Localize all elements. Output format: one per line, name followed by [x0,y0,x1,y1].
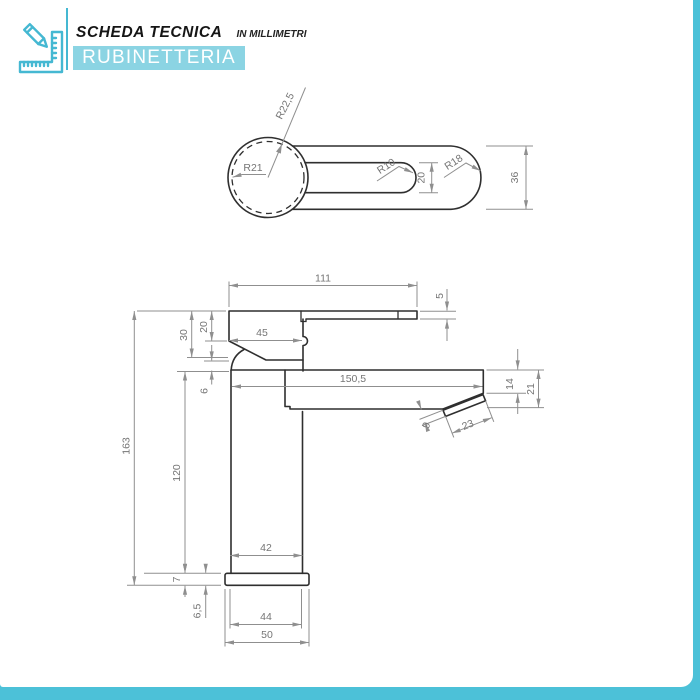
dim-hub-inner-radius: R21 [232,162,266,178]
dim-body-width: 45 [229,327,302,343]
dim-label-base-thickness: 6,5 [192,604,204,619]
front-view: 111 5 45 20 30 [121,273,544,647]
dim-label-base-width: 50 [261,629,273,641]
dim-label-total-height: 163 [121,437,133,455]
dim-label-hub-inner-radius: R21 [243,162,262,174]
units-note: IN MILLIMETRI [236,29,307,40]
dim-spout-end-height: 14 [486,349,544,414]
dim-aerator-length: 23 [445,400,495,438]
dim-base-width: 50 [224,589,310,647]
dim-column-width: 42 [230,542,303,558]
dim-lever-length: 111 [228,273,418,307]
dim-label-column-height: 120 [171,464,183,482]
dim-label-neck-height: 6 [199,388,211,394]
category-label: RUBINETTERIA [82,47,236,68]
dim-aerator-height: 9 [416,400,446,433]
dim-neck-height: 6 [199,345,229,394]
dim-label-spout-end-height: 14 [504,378,516,390]
handle-body-outline [291,145,482,211]
handle-slot-outline [304,161,417,194]
top-view: 36 20 R10 R18 R21 [227,87,533,219]
square-ruler-icon [18,30,64,74]
spout-underside [284,369,444,410]
dim-label-base-inner-width: 44 [260,611,272,623]
dim-slot-radius: R10 [375,156,414,182]
dim-label-base-height: 7 [171,576,183,582]
lever-outline [300,310,418,320]
mixer-body-right-edge [302,318,309,372]
dim-label-aerator-length: 23 [460,417,475,433]
dim-label-slot-width: 20 [416,172,428,184]
page-title: SCHEDA TECNICA [76,24,223,41]
handle-hub-outer-circle [227,136,309,219]
dim-label-lever-length: 111 [315,273,331,285]
base-plate [224,572,310,587]
aerator-outline [442,393,487,418]
spout-outline [230,369,485,410]
spec-sheet-page: SCHEDA TECNICA IN MILLIMETRI RUBINETTERIA [0,0,693,687]
radius-arrowhead [276,144,282,154]
dim-total-height: 163 [121,310,226,586]
dim-spout-total-drop: 21 [487,370,544,409]
dim-hub-outer-radius: R22,5 [267,87,306,178]
dim-label-aerator-height: 9 [420,420,433,430]
dim-label-end-radius: R18 [443,152,466,173]
dim-label-column-width: 42 [260,542,272,554]
pencil-icon [22,22,48,48]
dim-label-body-width: 45 [256,327,268,339]
dim-base-inner-width: 44 [229,589,302,629]
dim-label-spout-length: 150,5 [340,373,366,385]
top-view-outline [227,136,482,219]
dim-column-height: 120 [144,371,229,574]
dim-label-slot-radius: R10 [375,156,398,177]
dim-lever-thickness: 5 [420,289,456,341]
sheet-header: SCHEDA TECNICA IN MILLIMETRI RUBINETTERIA [0,0,306,80]
dim-body-height: 30 [178,311,228,358]
header-divider [66,8,68,70]
dim-body-upper-height: 20 [198,311,227,342]
dim-spout-length: 150,5 [232,373,483,389]
category-band: RUBINETTERIA [73,46,245,70]
dim-base-height: 7 [171,561,188,597]
front-view-outline [224,310,487,587]
dim-label-body-height: 30 [178,329,190,341]
dim-label-spout-total-drop: 21 [525,383,537,395]
dim-label-handle-width: 36 [509,172,521,184]
neck-curve [230,348,245,371]
dim-label-lever-thickness: 5 [434,293,446,299]
drafting-tools-icon [18,22,64,74]
dim-label-body-upper-height: 20 [198,321,210,333]
handle-hub-hidden-circle [231,140,305,215]
dim-end-radius: R18 [443,152,481,178]
dim-slot-width: 20 [416,162,438,194]
dim-handle-width: 36 [486,145,533,210]
dim-base-thickness: 6,5 [192,563,208,619]
